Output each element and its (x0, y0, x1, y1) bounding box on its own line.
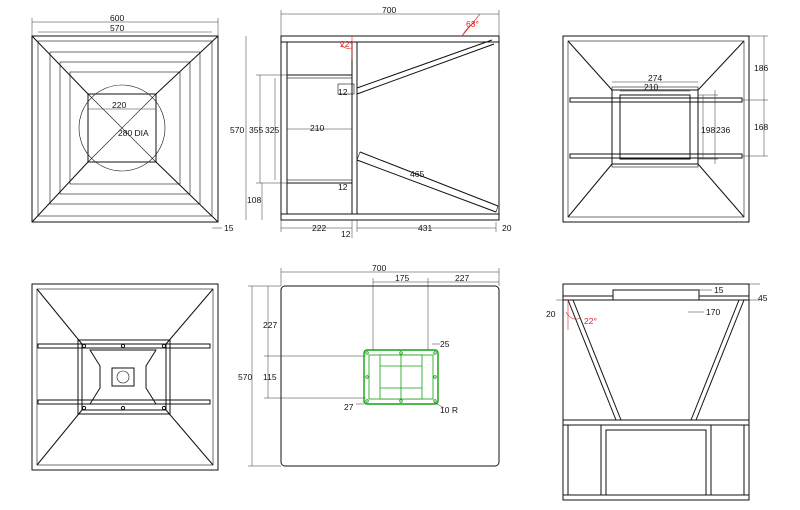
dim-220: 220 (112, 100, 126, 110)
dim-431: 431 (418, 223, 432, 233)
dim-210: 210 (310, 123, 324, 133)
dim-210-end: 210 (644, 82, 658, 92)
front-view-top: 600 570 220 280 DIA 15 (31, 13, 234, 233)
dim-325: 325 (265, 125, 279, 135)
side-section-top: 700 63° 22° 570 355 325 210 12 12 108 46… (230, 5, 512, 239)
angle-22-sec: 22° (584, 316, 597, 326)
dim-12-c: 12 (341, 229, 351, 239)
baffle-face-bottom: 700 175 227 570 227 115 25 27 (238, 263, 500, 467)
dim-355: 355 (249, 125, 263, 135)
dim-12-b: 12 (338, 182, 348, 192)
end-view-top: 274 210 186 168 198 236 (562, 35, 768, 223)
dim-227-w: 227 (455, 273, 469, 283)
dim-465: 465 (410, 169, 424, 179)
dim-700-face: 700 (372, 263, 386, 273)
dim-222: 222 (312, 223, 326, 233)
dim-280-dia: 280 DIA (118, 128, 149, 138)
dim-170: 170 (706, 307, 720, 317)
dim-45: 45 (758, 293, 768, 303)
dim-570: 570 (110, 23, 124, 33)
dim-15-sec: 15 (714, 285, 724, 295)
dim-570-h: 570 (230, 125, 244, 135)
dim-236: 236 (716, 125, 730, 135)
angle-63: 63° (466, 19, 479, 29)
dim-186: 186 (754, 63, 768, 73)
dim-10r: 10 R (440, 405, 458, 415)
dim-175: 175 (395, 273, 409, 283)
dim-570-face: 570 (238, 372, 252, 382)
dim-20: 20 (502, 223, 512, 233)
dim-168: 168 (754, 122, 768, 132)
dim-227-h: 227 (263, 320, 277, 330)
dim-15: 15 (224, 223, 234, 233)
dim-25: 25 (440, 339, 450, 349)
dim-12-a: 12 (338, 87, 348, 97)
dim-108: 108 (247, 195, 261, 205)
dim-20-sec: 20 (546, 309, 556, 319)
dim-700: 700 (382, 5, 396, 15)
dim-274: 274 (648, 73, 662, 83)
driver-flange (363, 349, 439, 405)
section-view-bottom: 15 45 20 22° 170 (546, 283, 768, 501)
dim-198: 198 (701, 125, 715, 135)
angle-22: 22° (340, 39, 353, 49)
dim-27: 27 (344, 402, 354, 412)
dim-600: 600 (110, 13, 124, 23)
dim-115: 115 (263, 372, 277, 382)
front-view-bottom (31, 283, 219, 471)
